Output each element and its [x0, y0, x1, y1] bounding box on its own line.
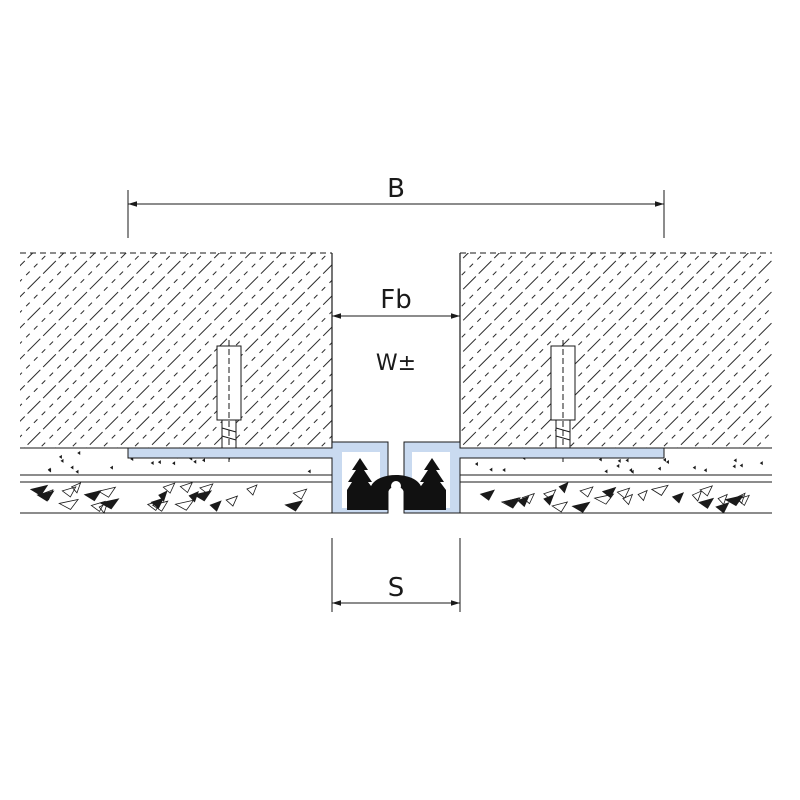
movement-label: W±	[376, 351, 416, 376]
rubber-insert	[347, 458, 446, 510]
dimension-b	[127, 190, 665, 238]
dimension-b-label: B	[387, 174, 405, 204]
aggregate-speckles	[29, 451, 763, 514]
right-slab	[459, 252, 772, 448]
left-slab	[20, 252, 333, 448]
dimension-fb-label: Fb	[380, 285, 411, 315]
dimension-s	[331, 538, 461, 612]
left-anchor-bolt	[216, 340, 242, 462]
dimension-s-label: S	[388, 573, 405, 603]
right-anchor-bolt	[550, 340, 576, 462]
